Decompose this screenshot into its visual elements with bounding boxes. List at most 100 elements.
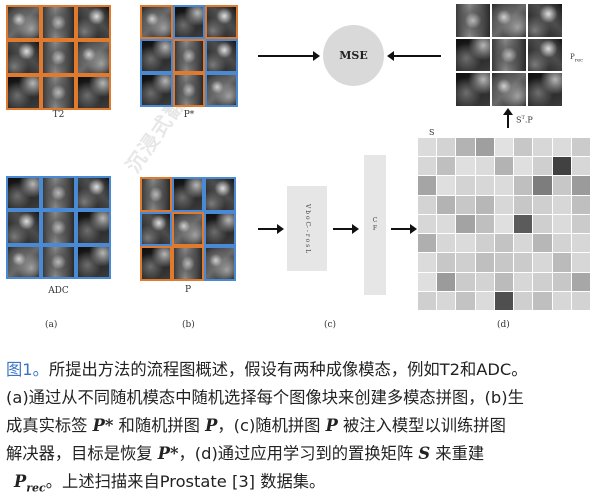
heatmap-cell (475, 138, 494, 157)
heatmap-cell (494, 138, 514, 157)
heatmap-cell (437, 253, 456, 272)
t2-label: T2 (52, 110, 65, 120)
pstar-puzzle-grid (140, 5, 238, 107)
heatmap-cell (514, 157, 533, 176)
t2-tile (6, 5, 41, 40)
heatmap-cell (418, 214, 437, 234)
p-puzzle-grid (140, 177, 236, 281)
permutation-matrix-heatmap (418, 138, 590, 310)
heatmap-cell (533, 291, 552, 310)
pstar-label: P* (183, 110, 195, 120)
heatmap-cell (475, 214, 494, 234)
heatmap-cell (456, 176, 475, 195)
heatmap-cell (475, 272, 494, 291)
p-tile (172, 211, 204, 247)
prec-tile (455, 3, 491, 38)
prec-label: Prec (570, 53, 583, 64)
prec-tile (527, 72, 563, 107)
sublabel-d: (d) (497, 320, 510, 330)
t2-tile (76, 75, 111, 110)
arrow-to-encoder (258, 224, 284, 234)
heatmap-cell (514, 291, 533, 310)
adc-puzzle-grid (6, 176, 111, 279)
heatmap-cell (533, 214, 552, 234)
t2-tile (6, 40, 41, 75)
heatmap-cell (514, 138, 533, 157)
heatmap-cell (552, 234, 571, 253)
mse-node: MSE (323, 25, 384, 86)
t2-tile (76, 40, 111, 75)
p-tile (172, 177, 204, 212)
adc-tile (6, 244, 41, 279)
adc-tile (41, 210, 76, 245)
caption-line-5: Prec。上述扫描来自Prostate [3] 数据集。 (14, 472, 326, 495)
heatmap-cell (494, 272, 514, 291)
prec-tile (455, 37, 491, 73)
heatmap-cell (494, 291, 514, 310)
heatmap-cell (571, 176, 590, 195)
heatmap-cell (552, 138, 571, 157)
heatmap-cell (437, 195, 456, 214)
prec-tile (455, 72, 491, 107)
heatmap-cell (475, 157, 494, 176)
adc-tile (41, 176, 76, 211)
heatmap-cell (418, 157, 437, 176)
p-tile (140, 177, 172, 212)
s-matrix-label: S (429, 128, 435, 137)
heatmap-cell (418, 253, 437, 272)
arrow-to-mse (258, 51, 320, 61)
heatmap-cell (437, 272, 456, 291)
sublabel-b: (b) (182, 320, 195, 330)
pstar-tile (140, 39, 173, 73)
heatmap-cell (475, 176, 494, 195)
heatmap-cell (418, 195, 437, 214)
heatmap-cell (533, 234, 552, 253)
heatmap-cell (552, 176, 571, 195)
heatmap-cell (418, 138, 437, 157)
heatmap-cell (437, 138, 456, 157)
arrow-to-fc (333, 224, 359, 234)
heatmap-cell (418, 234, 437, 253)
encoder-block: V b o C - - r o s L (287, 186, 327, 271)
figure-ref-link[interactable]: 图1。 (6, 360, 49, 379)
heatmap-cell (552, 214, 571, 234)
figure: 沉浸式翻译 T2 P* MSE (6, 3, 590, 330)
heatmap-cell (494, 214, 514, 234)
heatmap-cell (514, 176, 533, 195)
prec-tile (491, 37, 527, 73)
heatmap-cell (552, 291, 571, 310)
heatmap-cell (475, 253, 494, 272)
heatmap-cell (456, 253, 475, 272)
heatmap-cell (571, 195, 590, 214)
heatmap-cell (571, 157, 590, 176)
p-tile (140, 246, 172, 281)
heatmap-cell (533, 138, 552, 157)
pstar-tile (205, 5, 238, 39)
heatmap-cell (552, 195, 571, 214)
heatmap-cell (514, 272, 533, 291)
heatmap-cell (456, 234, 475, 253)
prec-tile (491, 72, 527, 107)
p-tile (172, 246, 204, 281)
pstar-tile (205, 73, 238, 107)
p-tile (204, 246, 236, 281)
pstar-tile (172, 73, 206, 107)
figure-caption: 图1。所提出方法的流程图概述，假设有两种成像模态，例如T2和ADC。 (a)通过… (6, 356, 598, 502)
pstar-tile (172, 5, 206, 39)
heatmap-cell (514, 214, 533, 234)
heatmap-cell (456, 157, 475, 176)
adc-tile (6, 176, 41, 211)
heatmap-cell (571, 253, 590, 272)
heatmap-cell (456, 138, 475, 157)
heatmap-cell (571, 234, 590, 253)
prec-tile (527, 3, 563, 38)
prec-tile (527, 37, 563, 73)
p-tile (204, 211, 236, 247)
heatmap-cell (456, 291, 475, 310)
fc-block: C F (364, 155, 386, 295)
heatmap-cell (418, 272, 437, 291)
t2-puzzle-grid (6, 5, 111, 110)
heatmap-cell (571, 291, 590, 310)
t2-tile (41, 75, 76, 110)
heatmap-cell (437, 234, 456, 253)
